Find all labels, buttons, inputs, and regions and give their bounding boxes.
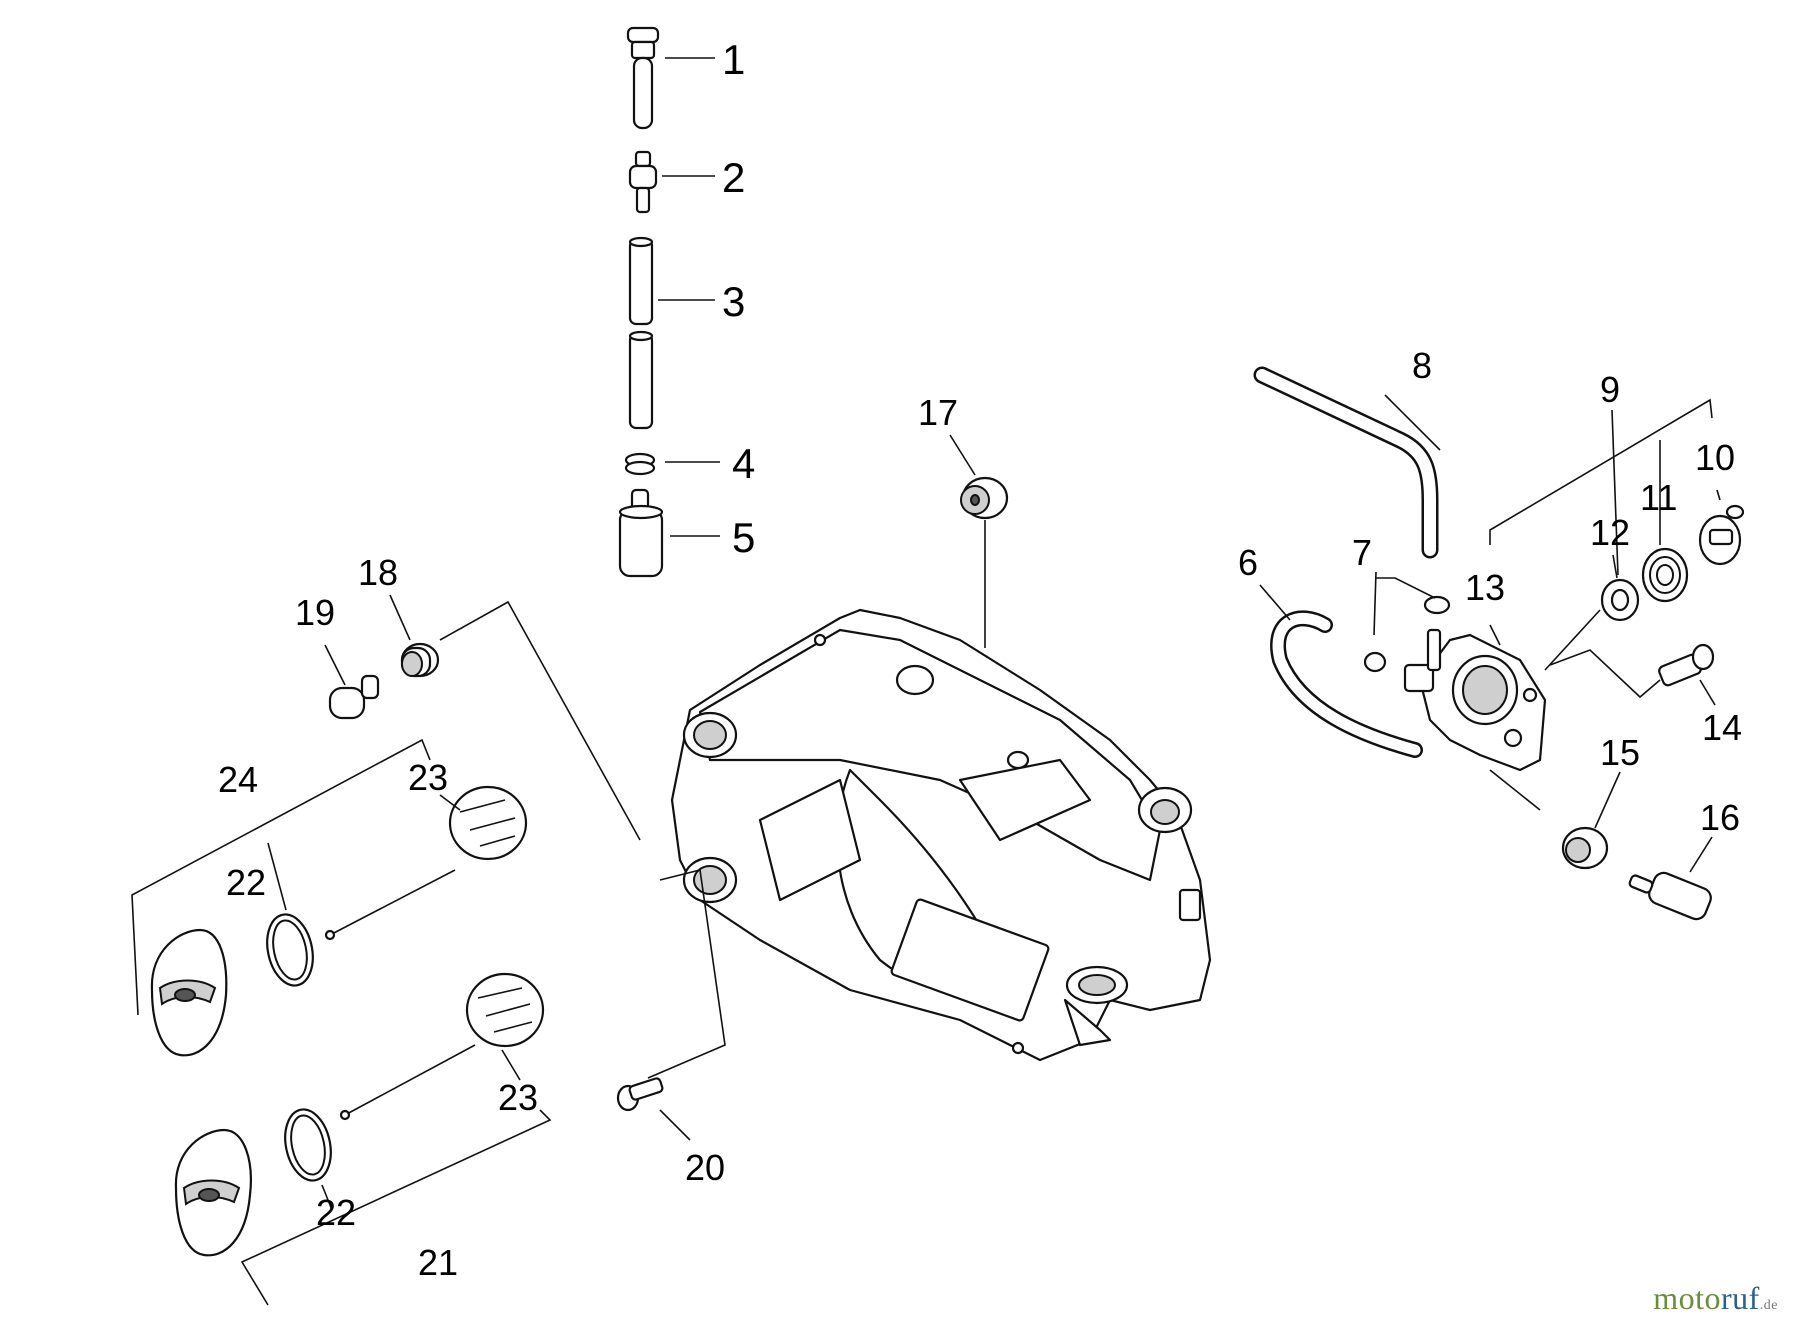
strainer-lower bbox=[339, 972, 545, 1121]
part-8-hose bbox=[1253, 366, 1439, 559]
callout-11: 11 bbox=[1640, 477, 1677, 518]
part-7-ring bbox=[1363, 595, 1451, 673]
part-2-fitting bbox=[628, 150, 658, 214]
leader-lines bbox=[131, 57, 1721, 1306]
part-20-bolt bbox=[616, 1077, 664, 1112]
callout-22-upper: 22 bbox=[226, 862, 266, 903]
main-housing-crankcase bbox=[670, 608, 1212, 1062]
part-5-filter bbox=[618, 488, 664, 578]
part-15-grommet bbox=[1561, 826, 1609, 870]
callout-23-lower: 23 bbox=[498, 1077, 538, 1118]
callout-10: 10 bbox=[1695, 437, 1735, 478]
part-3-tube bbox=[628, 236, 654, 430]
callout-14: 14 bbox=[1702, 707, 1742, 748]
callout-23-upper: 23 bbox=[408, 757, 448, 798]
part-17-grommet bbox=[960, 476, 1009, 520]
o-ring-lower bbox=[284, 1108, 332, 1182]
part-4-ring bbox=[624, 452, 656, 476]
callout-20: 20 bbox=[685, 1147, 725, 1188]
strainer-upper bbox=[324, 785, 528, 941]
callout-2: 2 bbox=[722, 154, 745, 201]
callout-4: 4 bbox=[732, 440, 755, 487]
watermark-logo: motoruf.de bbox=[1653, 1280, 1778, 1317]
callout-22-lower: 22 bbox=[316, 1192, 356, 1233]
callout-16: 16 bbox=[1700, 797, 1740, 838]
watermark-part3: .de bbox=[1759, 1298, 1778, 1313]
part-11-worm-gear bbox=[1641, 547, 1689, 603]
callout-9: 9 bbox=[1600, 369, 1620, 410]
callout-3: 3 bbox=[722, 278, 745, 325]
callout-19: 19 bbox=[295, 592, 335, 633]
oil-cap-upper bbox=[150, 928, 228, 1057]
callout-5: 5 bbox=[732, 514, 755, 561]
part-6-hose bbox=[1270, 610, 1423, 758]
part-19-plug bbox=[328, 674, 380, 720]
callout-labels: 1 2 3 4 5 6 7 8 9 10 11 12 13 14 15 16 1… bbox=[218, 36, 1742, 1283]
callout-6: 6 bbox=[1238, 542, 1258, 583]
part-13-oil-pump bbox=[1403, 628, 1547, 772]
callout-12: 12 bbox=[1590, 512, 1630, 553]
callout-24: 24 bbox=[218, 759, 258, 800]
o-ring-upper bbox=[266, 913, 314, 987]
callout-8: 8 bbox=[1412, 345, 1432, 386]
watermark-part2: ruf bbox=[1720, 1280, 1760, 1316]
oil-cap-lower bbox=[174, 1128, 252, 1257]
part-16-filter bbox=[1628, 871, 1712, 921]
watermark-part1: moto bbox=[1653, 1280, 1721, 1316]
callout-17: 17 bbox=[918, 392, 958, 433]
part-12-washer bbox=[1600, 578, 1640, 622]
callout-18: 18 bbox=[358, 552, 398, 593]
part-10-drive bbox=[1698, 504, 1745, 566]
callout-7: 7 bbox=[1352, 532, 1372, 573]
callout-1: 1 bbox=[722, 36, 745, 83]
part-1-cap-plug bbox=[626, 26, 660, 130]
part-14-screw bbox=[1658, 643, 1715, 687]
callout-21: 21 bbox=[418, 1242, 458, 1283]
callout-13: 13 bbox=[1465, 567, 1505, 608]
callout-15: 15 bbox=[1600, 732, 1640, 773]
part-18-bushing bbox=[400, 642, 440, 678]
